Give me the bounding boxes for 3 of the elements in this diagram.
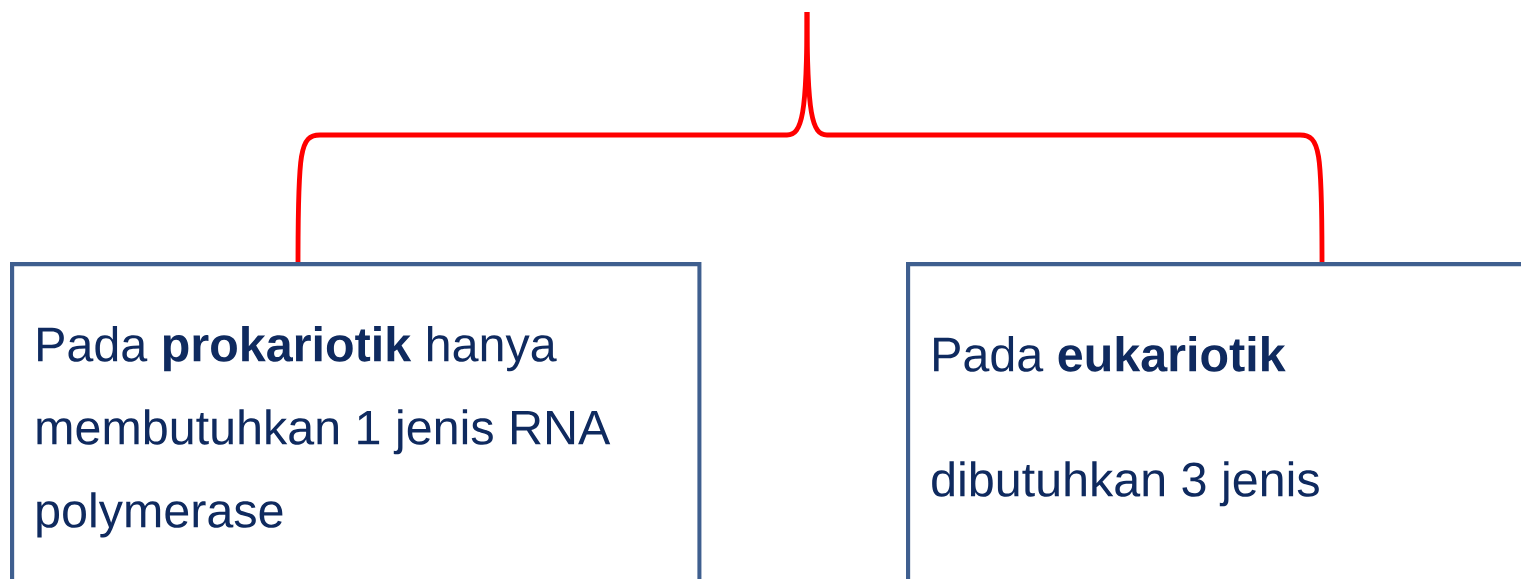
text-box: Pada prokariotik hanya membutuhkan 1 jenis RNA polymerase [10, 262, 702, 579]
brace-line [804, 12, 1325, 262]
text-box: Pada eukariotik dibutuhkan 3 jenis [906, 262, 1521, 579]
